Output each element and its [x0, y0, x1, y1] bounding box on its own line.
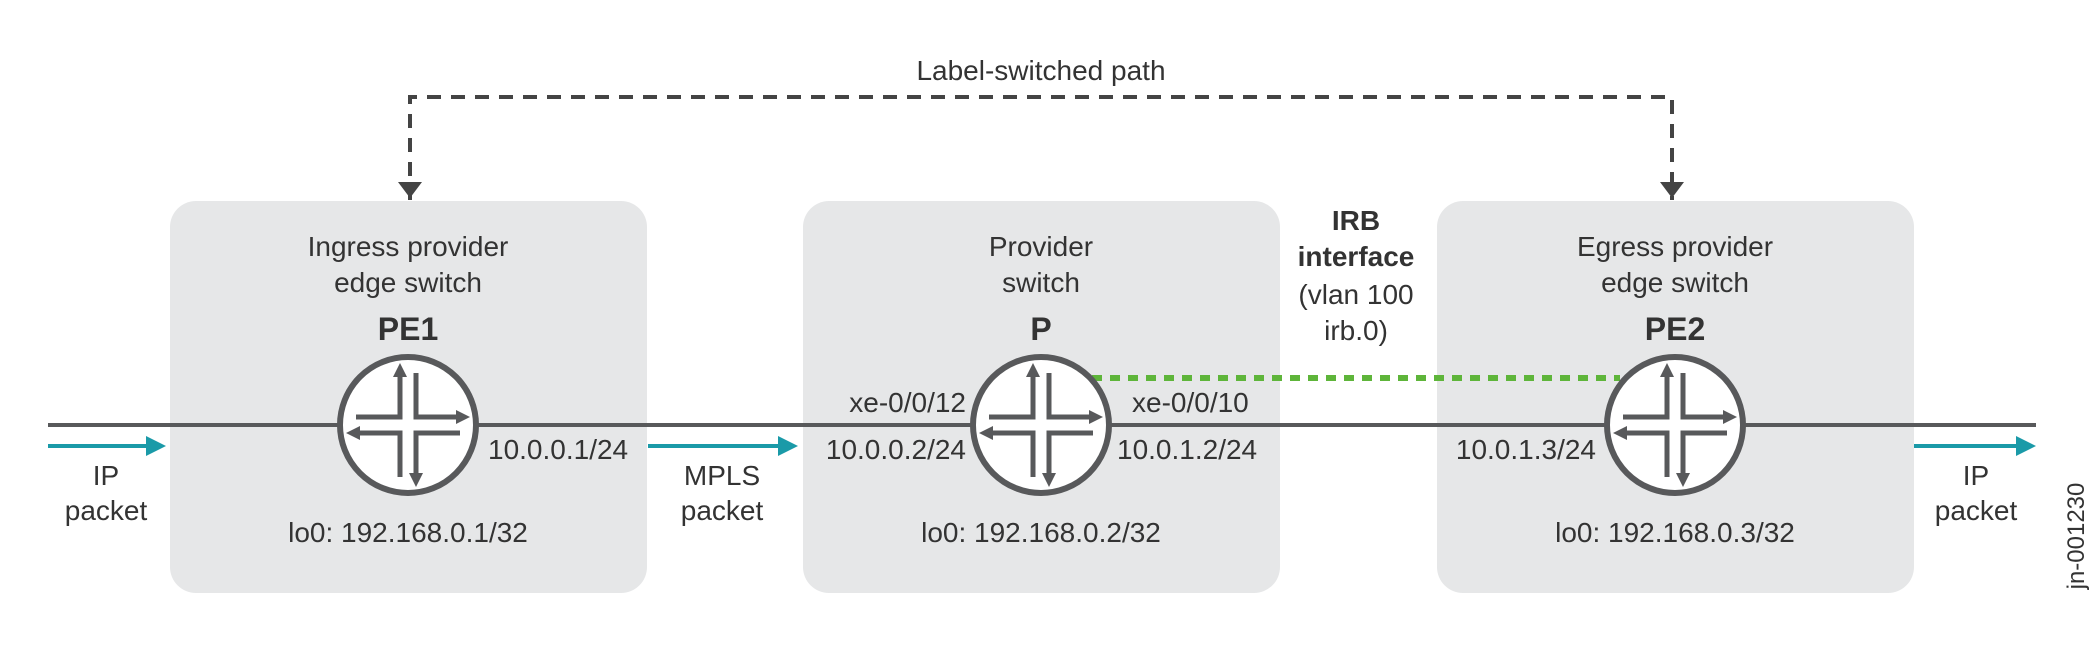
- mid-packet-label-line2: packet: [681, 495, 764, 526]
- pe1-name: PE1: [378, 311, 438, 347]
- p-title-line1: Provider: [989, 231, 1093, 262]
- pe2-title-line1: Egress provider: [1577, 231, 1773, 262]
- router-icon: [1604, 354, 1746, 496]
- router-icon: [337, 354, 479, 496]
- left-packet-label-line1: IP: [93, 460, 119, 491]
- p-title-line2: switch: [1002, 267, 1080, 298]
- p-name: P: [1030, 311, 1051, 347]
- lsp-label: Label-switched path: [916, 55, 1165, 86]
- irb-label-line1: IRB: [1332, 205, 1380, 236]
- pe1-out-ip: 10.0.0.1/24: [488, 434, 628, 465]
- p-out-interface: xe-0/0/10: [1132, 387, 1249, 418]
- pe1-title-line2: edge switch: [334, 267, 482, 298]
- p-out-ip: 10.0.1.2/24: [1117, 434, 1257, 465]
- lsp-dashed-line: [408, 95, 1674, 200]
- pe1-title-line1: Ingress provider: [308, 231, 509, 262]
- right-packet-label-line1: IP: [1963, 460, 1989, 491]
- left-packet-label-line2: packet: [65, 495, 148, 526]
- label-switched-path: Label-switched path: [398, 55, 1684, 200]
- p-in-ip: 10.0.0.2/24: [826, 434, 966, 465]
- pe2-title-line2: edge switch: [1601, 267, 1749, 298]
- irb-label-line2: interface: [1298, 241, 1415, 272]
- lsp-arrowhead-left: [398, 182, 422, 198]
- right-packet-label-line2: packet: [1935, 495, 2018, 526]
- irb-label-line4: irb.0): [1324, 315, 1388, 346]
- p-loopback: lo0: 192.168.0.2/32: [921, 517, 1161, 548]
- figure-id: jn-001230: [2063, 483, 2090, 591]
- irb-label-line3: (vlan 100: [1298, 279, 1413, 310]
- lsp-arrowhead-right: [1660, 182, 1684, 198]
- pe1-loopback: lo0: 192.168.0.1/32: [288, 517, 528, 548]
- pe2-in-ip: 10.0.1.3/24: [1456, 434, 1596, 465]
- mid-packet-arrow: [648, 436, 798, 456]
- left-packet-arrow: [48, 436, 166, 456]
- p-in-interface: xe-0/0/12: [849, 387, 966, 418]
- pe2-loopback: lo0: 192.168.0.3/32: [1555, 517, 1795, 548]
- router-icon: [970, 354, 1112, 496]
- mid-packet-label-line1: MPLS: [684, 460, 760, 491]
- pe2-name: PE2: [1645, 311, 1705, 347]
- right-packet-arrow: [1914, 436, 2036, 456]
